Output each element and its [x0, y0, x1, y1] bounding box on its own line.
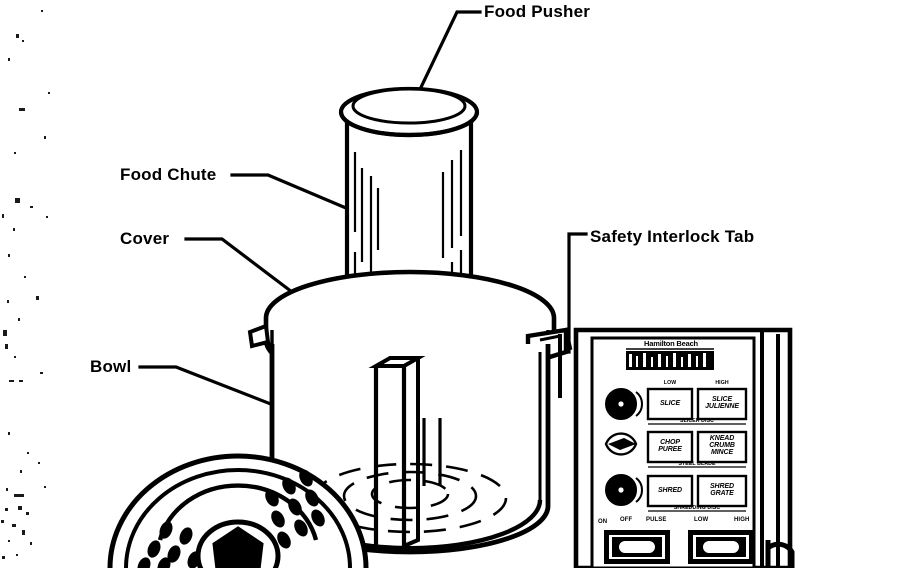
- callout-food-pusher: Food Pusher: [484, 2, 591, 21]
- switch-label-pulse[interactable]: PULSE: [646, 517, 667, 523]
- button-label-shred-grate[interactable]: SHRED GRATE: [709, 483, 734, 498]
- button-shred-grate: [696, 474, 748, 508]
- attachment-label-slicer-disc: SLICER DISC: [680, 418, 714, 424]
- switch-label-high[interactable]: HIGH: [734, 517, 750, 523]
- disc-perforations-right: [265, 469, 325, 549]
- attachment-label-steel-blade: STEEL BLADE: [678, 461, 716, 467]
- disc-perforations-left: [137, 521, 213, 568]
- food-pusher-face: [351, 87, 467, 125]
- callout-safety-interlock-tab: Safety Interlock Tab: [590, 227, 755, 246]
- interlock-inner-line: [539, 334, 561, 342]
- brand-name: Hamilton Beach: [644, 339, 698, 348]
- brand-logo-banner: [626, 351, 714, 370]
- speed-header-low: LOW: [663, 380, 677, 386]
- button-chop-puree: [646, 430, 694, 464]
- brand-logo-texture: [629, 353, 706, 367]
- switch-label-low[interactable]: LOW: [694, 517, 709, 523]
- shredding-disc: [107, 453, 369, 568]
- power-switch-graphic: [604, 530, 670, 564]
- cover-tab-left: [247, 323, 271, 349]
- button-slice-julienne: [696, 387, 748, 421]
- leader-safety-interlock: [567, 232, 588, 354]
- callout-food-chute: Food Chute: [120, 165, 217, 184]
- pusher-rim-lip: [338, 111, 480, 138]
- bowl-center-shaft: [373, 366, 407, 546]
- button-label-knead-crumb-mince[interactable]: KNEAD CRUMB MINCE: [709, 435, 735, 457]
- switch-label-off[interactable]: OFF: [620, 517, 633, 523]
- housing-right-edges: [760, 330, 780, 568]
- disc-hub-hex: [212, 526, 264, 568]
- housing-foot: [765, 540, 795, 568]
- leader-food-pusher: [410, 10, 482, 107]
- leader-cover: [184, 237, 303, 301]
- button-label-slice[interactable]: SLICE: [659, 400, 681, 407]
- button-shred: [646, 474, 694, 508]
- speed-switch-graphic: [688, 530, 754, 564]
- button-slice: [646, 387, 694, 421]
- button-label-slice-julienne[interactable]: SLICE JULIENNE: [705, 396, 739, 411]
- switch-label-on[interactable]: ON: [598, 519, 608, 525]
- button-label-chop-puree[interactable]: CHOP PUREE: [658, 439, 682, 454]
- bowl-floor-rings: [312, 462, 508, 534]
- shaft-side: [403, 358, 420, 548]
- button-label-shred[interactable]: SHRED: [657, 487, 682, 494]
- callout-cover: Cover: [120, 229, 170, 248]
- attachment-label-shredding-disc: SHREDDING DISC: [673, 505, 721, 511]
- scan-speckles: [1, 10, 50, 559]
- control-panel-graphics: [604, 348, 754, 564]
- speed-header-high: HIGH: [715, 380, 729, 386]
- bowl-inner-shaft: [422, 418, 442, 486]
- button-knead-crumb-mince: [696, 430, 748, 464]
- callout-bowl: Bowl: [90, 357, 132, 376]
